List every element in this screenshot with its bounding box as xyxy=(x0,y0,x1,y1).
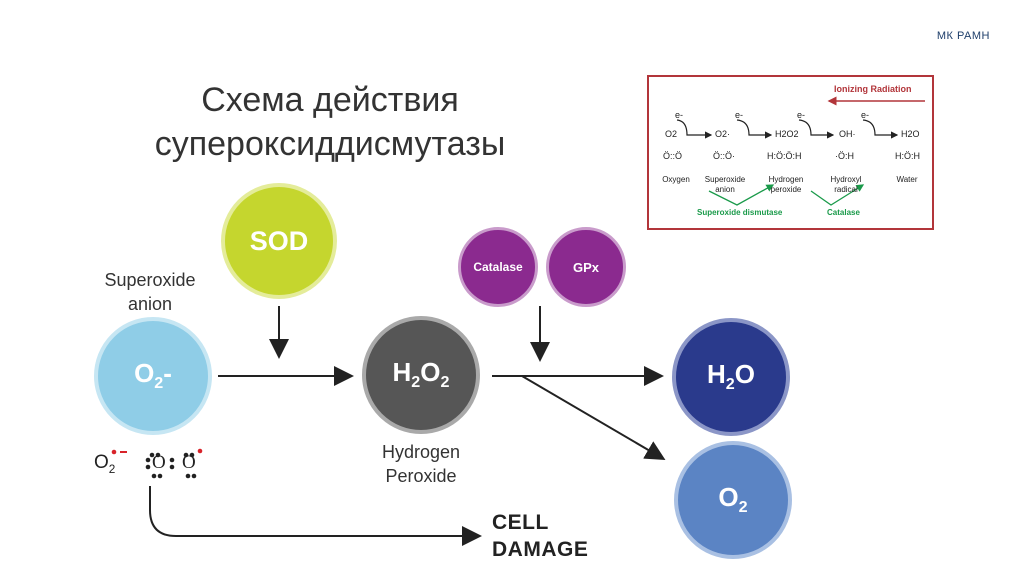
lewis-inset-water: H:Ö:H xyxy=(895,151,921,161)
sod-label: SOD xyxy=(249,225,309,256)
superoxide-formula: O2- xyxy=(134,358,172,393)
arrow-to-cell-damage xyxy=(149,486,482,546)
cell-damage-line2: DAMAGE xyxy=(492,538,589,561)
arrow-peroxide-to-oxygen xyxy=(521,375,666,461)
water-circle: H2O xyxy=(672,318,790,436)
cell-damage-line1: CELL xyxy=(492,511,549,534)
inset-catalase-label: Catalase xyxy=(827,208,860,217)
electron-3: e- xyxy=(797,110,806,120)
catalase-label: Catalase xyxy=(473,260,523,274)
sod-circle: SOD xyxy=(221,183,337,299)
lewis-inset-hydroxyl: ·Ö:H xyxy=(835,151,854,161)
ionizing-radiation-inset: Ionizing Radiation e- e- e- e- O2 O2· H2… xyxy=(647,75,934,230)
species-superoxide: O2· xyxy=(715,129,731,139)
inset-arrows xyxy=(676,96,925,206)
title-line-1: Схема действия xyxy=(201,81,459,119)
lewis-oxygen-b: O xyxy=(182,452,196,473)
peroxide-caption-line2: Peroxide xyxy=(385,466,457,486)
electron-2: e- xyxy=(735,110,744,120)
species-peroxide: H2O2 xyxy=(775,129,799,139)
lewis-oxygen-a: O xyxy=(152,452,166,473)
species-water: H2O xyxy=(901,129,920,139)
oxygen-formula: O2 xyxy=(718,482,748,517)
name-superoxide: Superoxide anion xyxy=(704,175,746,194)
name-water: Water xyxy=(896,175,918,184)
peroxide-caption: Hydrogen Peroxide xyxy=(350,440,492,488)
oxygen-circle: O2 xyxy=(674,441,792,559)
name-peroxide: Hydrogen peroxide xyxy=(768,175,804,194)
species-hydroxyl: OH· xyxy=(839,129,856,139)
peroxide-caption-line1: Hydrogen xyxy=(381,442,461,462)
lewis-inset-superoxide: Ö::Ö· xyxy=(713,151,735,161)
lewis-dots xyxy=(111,448,203,479)
superoxide-caption-line1: Superoxide xyxy=(104,270,196,290)
superoxide-caption: Superoxide anion xyxy=(80,268,220,316)
name-hydroxyl: Hydroxyl radical xyxy=(830,175,862,194)
title-line-2: супероксиддисмутазы xyxy=(154,125,506,163)
brand-label: МК РАМН xyxy=(936,30,990,42)
electron-4: e- xyxy=(861,110,870,120)
gpx-circle: GPx xyxy=(546,227,626,307)
lewis-inset-oxygen: Ö::Ö xyxy=(663,151,683,161)
peroxide-circle: H2O2 xyxy=(362,316,480,434)
superoxide-lewis: O2 O O xyxy=(90,446,220,486)
ionizing-radiation-label: Ionizing Radiation xyxy=(834,84,912,94)
name-oxygen: Oxygen xyxy=(662,175,690,184)
inset-sod-label: Superoxide dismutase xyxy=(697,208,783,217)
peroxide-formula: H2O2 xyxy=(392,357,450,392)
lewis-inset-peroxide: H:Ö:Ö:H xyxy=(767,151,802,161)
superoxide-caption-line2: anion xyxy=(127,294,173,314)
gpx-label: GPx xyxy=(572,259,599,275)
cell-damage-label: CELL DAMAGE xyxy=(492,509,588,563)
catalase-circle: Catalase xyxy=(458,227,538,307)
water-formula: H2O xyxy=(707,359,755,394)
electron-1: e- xyxy=(675,110,684,120)
lewis-o2-formula: O2 xyxy=(94,452,116,476)
superoxide-circle: O2- xyxy=(94,317,212,435)
slide-title: Схема действия супероксиддисмутазы xyxy=(120,78,540,166)
species-oxygen: O2 xyxy=(665,129,678,139)
